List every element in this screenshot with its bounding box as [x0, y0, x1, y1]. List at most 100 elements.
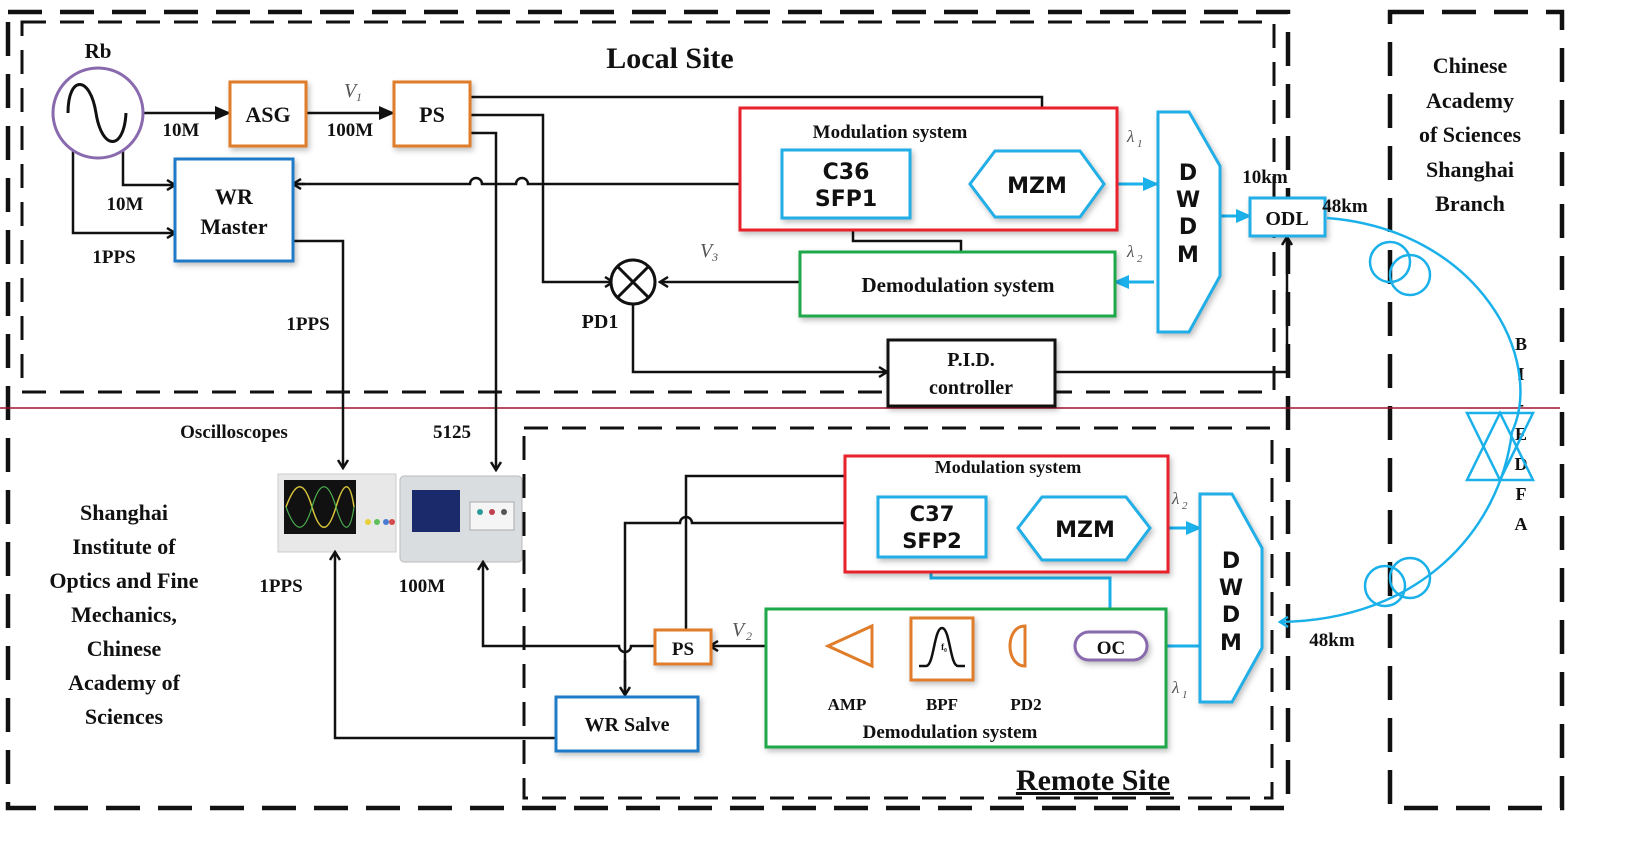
asg-block[interactable]: ASG	[228, 80, 308, 148]
dwdm-remote-w: W	[1219, 576, 1243, 601]
dwdm-local-block[interactable]: D W D M	[1156, 110, 1222, 334]
lambda2-remote: λ 2	[1171, 489, 1188, 512]
sfp1-block[interactable]: C36 SFP1	[780, 148, 912, 220]
label-wr-osc-1pps: 1PPS	[286, 314, 329, 335]
ps-remote-block[interactable]: PS	[653, 628, 713, 666]
svg-text:F: F	[1516, 484, 1527, 504]
wr-master-block[interactable]: WR Master	[173, 157, 295, 263]
svg-text:1: 1	[1182, 689, 1188, 701]
bpf-f0-label: f₀	[941, 642, 947, 652]
svg-text:of Sciences: of Sciences	[1419, 122, 1521, 147]
wire-wr-osc	[293, 239, 343, 468]
svg-text:1: 1	[1137, 138, 1143, 150]
pd2-block[interactable]	[1008, 624, 1027, 668]
amp-block[interactable]	[824, 623, 874, 669]
fiber-spool-lower-icon	[1363, 556, 1432, 608]
oscilloscopes-label: Oscilloscopes	[180, 422, 288, 443]
wire-wr-slave-osc	[335, 552, 560, 740]
sfp2-label-1: C37	[910, 502, 955, 526]
wire-pid-odl	[1056, 237, 1287, 374]
dwdm-local-d2: D	[1179, 215, 1197, 240]
sfp2-label-2: SFP2	[902, 529, 961, 553]
label-rb-asg-10m: 10M	[163, 120, 200, 141]
demodulation-system-local[interactable]: Demodulation system	[798, 250, 1117, 318]
local-site-border	[20, 20, 1276, 394]
wr-slave-label: WR Salve	[585, 714, 670, 736]
rb-oscillator[interactable]	[51, 66, 145, 160]
odl-block[interactable]: ODL	[1248, 196, 1327, 238]
svg-text:3: 3	[711, 250, 718, 264]
pid-label-2: controller	[929, 377, 1013, 399]
bpf-label: BPF	[926, 695, 958, 714]
local-site-title: Local Site	[606, 42, 734, 75]
svg-text:Shanghai: Shanghai	[1426, 157, 1514, 182]
wire-ps-mixer	[470, 113, 613, 282]
svg-text:Branch: Branch	[1435, 191, 1505, 216]
svg-text:2: 2	[1182, 500, 1188, 512]
wire-wr-sfp1	[293, 176, 783, 184]
fiber-upper-length: 48km	[1322, 196, 1368, 217]
sfp1-label-1: C36	[823, 160, 870, 185]
wire-rb-wr-10m	[121, 150, 175, 185]
counter-label: 5125	[433, 422, 471, 443]
ps-remote-label: PS	[672, 639, 694, 660]
siom-region-border	[5, 9, 1291, 811]
label-osc-1pps: 1PPS	[259, 576, 302, 597]
mixer-pd1[interactable]	[609, 258, 657, 306]
svg-text:Chinese: Chinese	[87, 636, 162, 661]
label-rb-wr-10m: 10M	[107, 194, 144, 215]
v2-symbol: V 2	[732, 619, 752, 643]
dwdm-local-m: M	[1177, 243, 1199, 268]
cas-branch-border	[1387, 9, 1565, 811]
oscilloscope-trace	[285, 486, 355, 528]
demodulation-local-label: Demodulation system	[861, 273, 1055, 297]
oc-block[interactable]: OC	[1073, 630, 1149, 662]
osc-knob	[365, 519, 371, 525]
wire-ps-counter	[470, 131, 496, 470]
osc-knob	[389, 519, 395, 525]
odl-label: ODL	[1265, 208, 1308, 230]
svg-text:Mechanics,: Mechanics,	[71, 602, 177, 627]
wr-slave-block[interactable]: WR Salve	[554, 695, 700, 753]
mzm-remote-label: MZM	[1055, 518, 1115, 543]
fiber-spool-upper-icon	[1368, 240, 1432, 297]
amplifier-icon	[824, 623, 874, 669]
photodetector-icon	[1008, 624, 1027, 668]
time-interval-counter-device[interactable]	[399, 475, 523, 563]
fiber-lower-length: 48km	[1309, 630, 1355, 651]
mzm-remote-block[interactable]: MZM	[1016, 495, 1152, 562]
svg-text:2: 2	[1137, 253, 1143, 265]
lambda1-remote: λ 1	[1171, 678, 1188, 701]
svg-text:B: B	[1515, 334, 1527, 354]
oscilloscope-device[interactable]	[277, 473, 397, 553]
svg-text:V: V	[700, 240, 715, 262]
modulation-local-title: Modulation system	[813, 122, 968, 143]
dwdm-remote-d2: D	[1222, 603, 1240, 628]
label-counter-100m: 100M	[399, 576, 446, 597]
dwdm-local-w: W	[1176, 188, 1200, 213]
svg-text:I: I	[1517, 364, 1524, 384]
asg-label: ASG	[245, 102, 290, 127]
mzm-local-label: MZM	[1007, 174, 1067, 199]
oc-label: OC	[1097, 638, 1126, 659]
pid-controller-block[interactable]: P.I.D. controller	[886, 338, 1057, 408]
dwdm-remote-block[interactable]: D W D M	[1198, 492, 1264, 704]
svg-text:λ: λ	[1171, 489, 1179, 508]
pd2-label: PD2	[1010, 695, 1041, 714]
mixer-cross-icon	[616, 265, 650, 299]
mzm-local-block[interactable]: MZM	[968, 149, 1106, 219]
osc-knob	[383, 519, 389, 525]
ps-local-label: PS	[419, 102, 445, 127]
ps-local-block[interactable]: PS	[392, 80, 472, 148]
svg-text:Optics and Fine: Optics and Fine	[49, 568, 198, 593]
bpf-block[interactable]: f₀	[909, 616, 975, 682]
v1-symbol: V 1	[344, 80, 362, 104]
sfp2-block[interactable]: C37 SFP2	[876, 495, 988, 559]
siom-label: Shanghai Institute of Optics and Fine Me…	[49, 500, 198, 729]
rb-label: Rb	[85, 39, 112, 63]
svg-text:1: 1	[356, 90, 362, 104]
amp-label: AMP	[828, 695, 867, 714]
cas-branch-label: Chinese Academy of Sciences Shanghai Bra…	[1419, 53, 1521, 216]
wire-mixer-pid	[631, 304, 887, 372]
